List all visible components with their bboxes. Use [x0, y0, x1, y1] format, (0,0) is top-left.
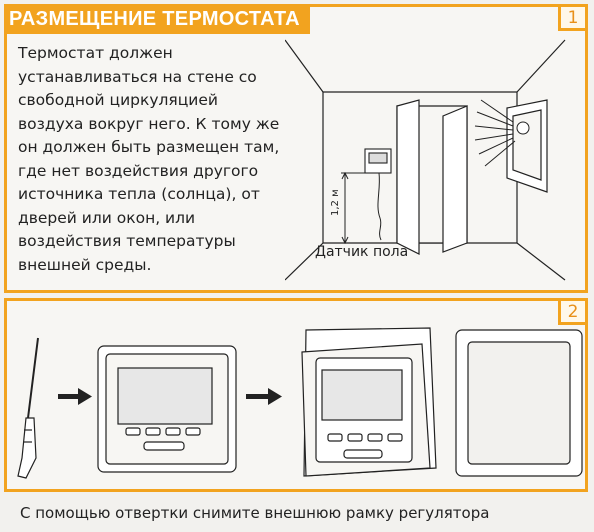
door: [396, 99, 468, 255]
thermostat-exploded: [301, 327, 437, 477]
window: [506, 99, 548, 193]
placement-instructions: Термостат должен устанавливаться на стен…: [18, 44, 280, 274]
step-number-badge: 1: [558, 4, 588, 31]
height-label: 1,2 м: [330, 189, 341, 216]
arrow-right-icon: [58, 388, 92, 405]
screwdriver-icon: [17, 337, 39, 479]
removal-diagram: [17, 327, 583, 479]
floor-sensor-label: Датчик пола: [315, 244, 408, 260]
floor-sensor-wire: [377, 172, 382, 241]
sun-icon: [516, 121, 530, 135]
outer-frame: [455, 329, 583, 477]
room-diagram: 1,2 м Датчик пола: [285, 39, 566, 281]
arrow-right-icon-2: [246, 388, 282, 405]
wall-thermostat: [364, 148, 392, 174]
step-number-badge-2: 2: [558, 298, 588, 325]
thermostat-device-icon: [97, 345, 237, 473]
section-title-bar: РАЗМЕЩЕНИЕ ТЕРМОСТАТА: [4, 4, 310, 34]
section-title: РАЗМЕЩЕНИЕ ТЕРМОСТАТА: [9, 7, 300, 30]
removal-caption: С помощью отвертки снимите внешнюю рамку…: [20, 504, 490, 522]
